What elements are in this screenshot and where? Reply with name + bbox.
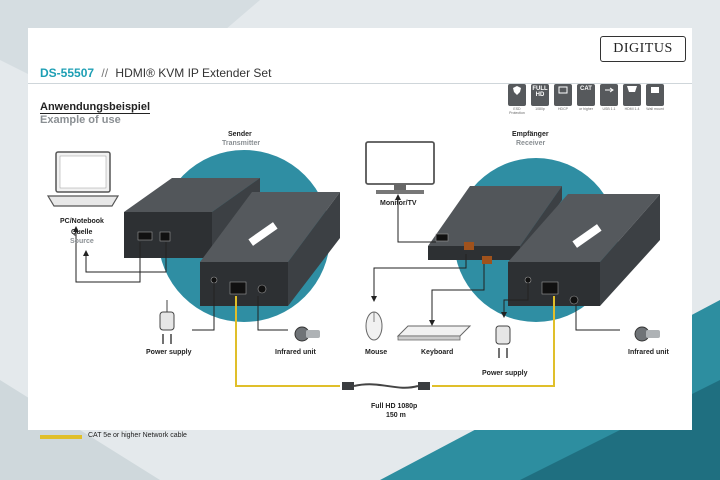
infrared-label-left: Infrared unit [275, 349, 316, 356]
title-separator: // [101, 66, 109, 80]
feature-badges: ESD Protection FULL HD 1080p HDCP CAT or… [508, 84, 664, 115]
arrow-heads [73, 194, 507, 326]
badge-esd: ESD Protection [508, 84, 526, 115]
transmitter-unit-front [200, 192, 340, 306]
signal-lines [75, 200, 620, 331]
sender-label: Sender [228, 131, 252, 138]
power-plug-icon-left [159, 300, 175, 344]
cable-spec-resolution: Full HD 1080p [371, 403, 418, 410]
monitor-label: Monitor/TV [380, 200, 417, 207]
laptop-label: PC/Notebook [60, 218, 104, 225]
receiver-unit-front [508, 194, 660, 306]
mouse-icon [365, 311, 383, 341]
wall-mount-icon [651, 87, 659, 93]
header-divider [28, 83, 692, 84]
badge-wall-mount: Wall mount [646, 84, 664, 115]
laptop-sublabel-de: Quelle [71, 229, 93, 236]
infrared-label-right: Infrared unit [628, 349, 669, 356]
laptop-sublabel-en: Source [70, 238, 94, 245]
legend-text: CAT 5e or higher Network cable [88, 432, 187, 439]
badge-usb: USB 1.1 [600, 84, 618, 115]
laptop-icon [46, 151, 120, 207]
keyboard-label: Keyboard [421, 349, 454, 356]
keyboard-icon [396, 325, 472, 341]
network-cable-icon [342, 382, 430, 390]
power-supply-label-right: Power supply [482, 370, 528, 377]
badge-cat: CAT or higher [577, 84, 595, 115]
infrared-sensor-icon-right [634, 326, 660, 342]
badge-hdmi: HDMI 1.4 [623, 84, 641, 115]
power-plug-icon-right [495, 325, 511, 358]
legend-swatch [40, 435, 82, 439]
badge-fullhd: FULL HD 1080p [531, 84, 549, 111]
hdcp-icon [558, 86, 568, 94]
mouse-label: Mouse [365, 349, 388, 356]
heading-german: Anwendungsbeispiel [40, 101, 151, 114]
product-title: DS-55507 // HDMI® KVM IP Extender Set [40, 66, 271, 80]
fullhd-icon: FULL HD [531, 84, 549, 106]
usb-icon [605, 87, 614, 93]
heading-english: Example of use [40, 114, 121, 126]
badge-hdcp: HDCP [554, 84, 572, 115]
product-name: HDMI® KVM IP Extender Set [115, 66, 272, 80]
hdmi-icon [627, 86, 637, 92]
sender-sublabel: Transmitter [222, 140, 261, 147]
shield-icon [513, 86, 521, 95]
infrared-sensor-icon-left [294, 326, 320, 342]
product-code: DS-55507 [40, 66, 95, 80]
receiver-label: Empfänger [512, 131, 549, 138]
receiver-sublabel: Receiver [516, 140, 546, 147]
cat-icon: CAT [577, 84, 595, 106]
power-supply-label-left: Power supply [146, 349, 192, 356]
network-cable-left [235, 296, 340, 387]
network-cable-right [432, 296, 555, 387]
monitor-icon [365, 141, 435, 194]
digitus-logo: DIGITUS [600, 36, 686, 62]
cable-spec-distance: 150 m [386, 412, 406, 419]
